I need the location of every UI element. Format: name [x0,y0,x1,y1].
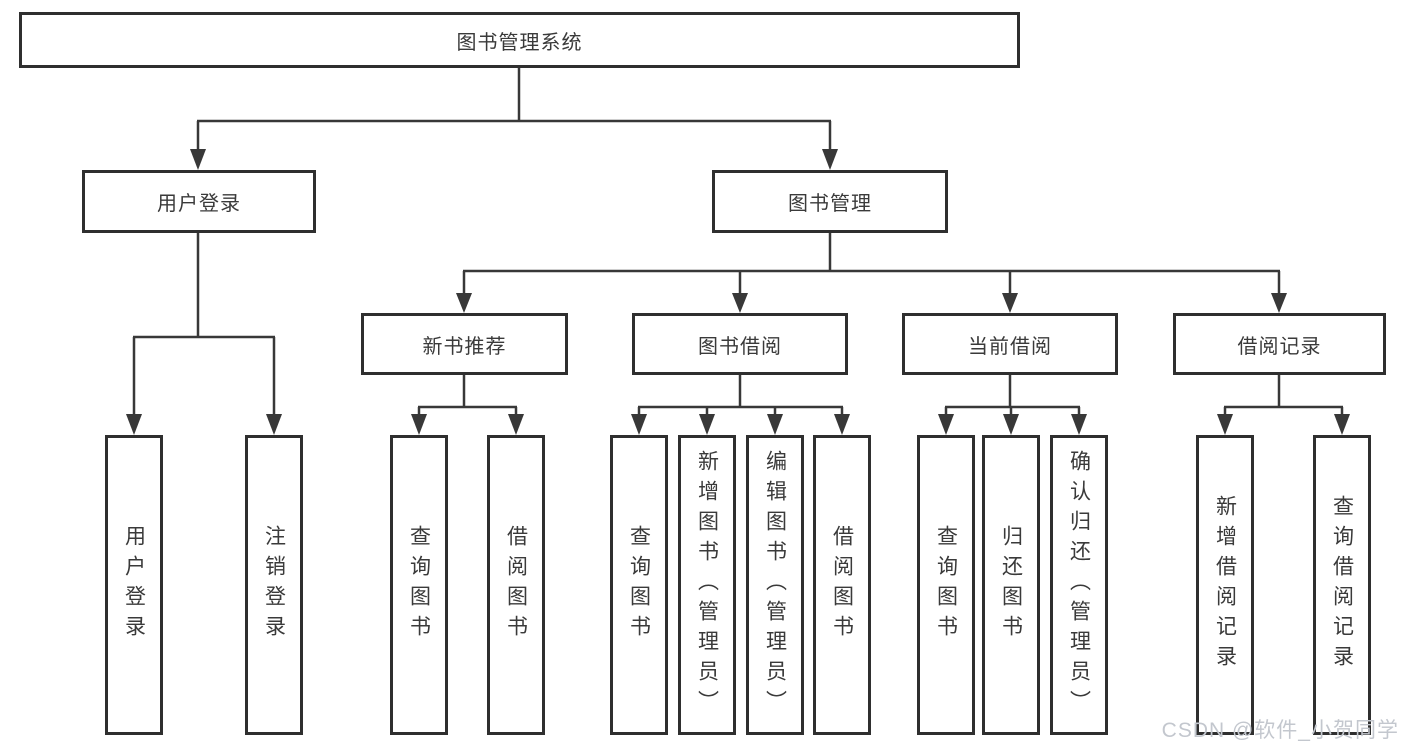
node-label: 归还图书 [999,525,1023,645]
node-label: 查询图书 [407,525,431,645]
node-book-borrowing: 图书借阅 [632,313,848,375]
node-label: 当前借阅 [968,335,1052,358]
node-label: 图书管理系统 [456,31,583,54]
node-leaf-borrow-books-recommend: 借阅图书 [487,435,545,735]
node-label: 用户登录 [122,525,146,645]
node-label: 借阅图书 [504,525,528,645]
node-leaf-query-books-recommend: 查询图书 [390,435,448,735]
node-label: 新增借阅记录 [1213,495,1237,675]
node-label: 查询借阅记录 [1330,495,1354,675]
node-leaf-return-books: 归还图书 [982,435,1040,735]
node-label: 图书管理 [788,193,872,215]
node-label: 注销登录 [262,525,286,645]
node-label: 编辑图书（管理员） [763,450,787,720]
node-leaf-user-login: 用户登录 [105,435,163,735]
node-label: 借阅图书 [830,525,854,645]
node-label: 新增图书（管理员） [695,450,719,720]
node-leaf-logout: 注销登录 [245,435,303,735]
node-user-login: 用户登录 [82,170,316,233]
node-label: 新书推荐 [422,335,507,358]
node-leaf-confirm-return-admin: 确认归还（管理员） [1050,435,1108,735]
node-new-book-recommendation: 新书推荐 [361,313,568,375]
node-leaf-query-books-borrow: 查询图书 [610,435,668,735]
node-label: 查询图书 [934,525,958,645]
node-label: 确认归还（管理员） [1067,450,1091,720]
node-label: 查询图书 [627,525,651,645]
node-current-borrowing: 当前借阅 [902,313,1118,375]
node-label: 借阅记录 [1237,335,1322,358]
node-leaf-query-borrow-record: 查询借阅记录 [1313,435,1371,735]
node-borrowing-records: 借阅记录 [1173,313,1386,375]
node-leaf-add-books-admin: 新增图书（管理员） [678,435,736,735]
node-leaf-query-books-current: 查询图书 [917,435,975,735]
node-leaf-edit-books-admin: 编辑图书（管理员） [746,435,804,735]
watermark-text: CSDN @软件_小贺同学 [1161,719,1399,742]
node-book-management: 图书管理 [712,170,948,233]
node-leaf-add-borrow-record: 新增借阅记录 [1196,435,1254,735]
node-label: 图书借阅 [698,335,782,358]
node-leaf-borrow-books: 借阅图书 [813,435,871,735]
node-label: 用户登录 [157,193,241,215]
node-library-management-system: 图书管理系统 [19,12,1020,68]
